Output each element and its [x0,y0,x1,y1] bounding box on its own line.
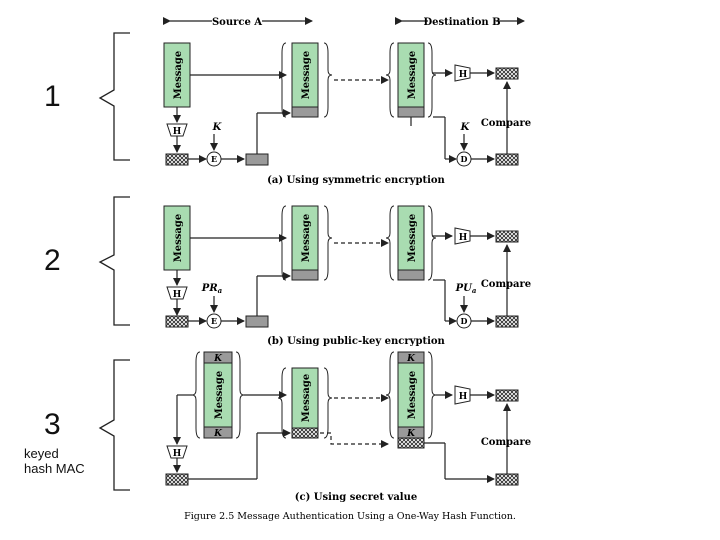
compare-label-c: Compare [481,437,531,448]
secret-label-c-top: K [213,354,223,364]
appended-hash-a-mid [291,106,319,118]
key-label-a-dst: K [460,122,471,133]
message-label-b-src: Message [173,214,184,263]
encrypt-label-b: E [211,316,217,326]
source-a-label: Source A [212,17,262,28]
received-mac-c [397,437,425,449]
bracket-c [98,359,130,491]
message-box-a-mid [291,42,319,108]
caption-a: (a) Using symmetric encryption [267,175,445,186]
hash-function-b [166,286,188,300]
secret-label-c-dst-top: K [406,354,416,364]
message-label-a-dst: Message [407,51,418,100]
appended-hash-a-dst [397,106,425,118]
caption-b: (b) Using public-key encryption [267,336,445,347]
hash-label-b-dst: H [459,233,468,243]
message-label-a-mid: Message [301,51,312,100]
message-label-c-mid: Message [301,374,312,423]
message-label-b-mid: Message [301,214,312,263]
message-box-c-mid [291,367,319,429]
public-key-label: PUa [455,283,477,295]
hash-value-b-src [165,315,189,328]
message-box-b-mid [291,205,319,271]
bracket-b [98,196,130,326]
panel-a: Message H E K Message Message H [98,32,531,186]
decrypt-label-b: D [461,316,468,326]
hash-value-a-computed [495,67,519,80]
private-key-sub: a [218,286,223,295]
keyed-note-line2: hash MAC [24,461,85,476]
hash-function-a-dst [454,64,471,82]
encrypted-hash-a [245,153,269,166]
message-box-b-dst [397,205,425,271]
private-key-main: PR [201,283,218,294]
hash-label-b: H [173,290,182,300]
hash-function-b-dst [454,227,471,245]
appended-hash-b-dst [397,269,425,281]
decrypt-label-a: D [461,154,468,164]
public-key-sub: a [472,286,477,295]
bracket-a [98,32,130,161]
appended-hash-b-mid [291,269,319,281]
encrypted-hash-b [245,315,269,328]
hash-value-a-decrypted [495,153,519,166]
message-box-c-dst [397,362,425,428]
encrypt-label-a: E [211,154,217,164]
hash-label-c-dst: H [459,392,468,402]
caption-c: (c) Using secret value [295,492,417,503]
secret-box-c-bottom [203,426,233,439]
hash-value-b-decrypted [495,315,519,328]
hash-function-a [166,123,188,137]
message-box-c-src [203,362,233,428]
hash-label-a-dst: H [459,70,468,80]
panel-b: Message H E PRa Message Message H [98,196,531,347]
compare-label-b: Compare [481,279,531,290]
message-label-b-dst: Message [407,214,418,263]
message-label-c-dst: Message [407,371,418,420]
label-one: 1 [44,80,61,113]
keyed-note-line1: keyed [24,446,59,461]
hash-value-a-src [165,153,189,166]
keyed-hash-mac-note: keyed hash MAC [24,446,85,476]
appended-mac-c-mid [291,427,319,439]
hash-value-c-computed [495,389,519,402]
hash-label-c: H [173,449,182,459]
secret-label-c-bottom: K [213,429,223,439]
key-label-a-src: K [212,122,223,133]
hash-value-b-computed [495,230,519,243]
hash-value-c-received [495,473,519,486]
hash-function-c [166,445,188,459]
hash-label-a: H [173,127,182,137]
label-two: 2 [44,244,61,277]
destination-b-label: Destination B [423,17,500,28]
message-label-c-src: Message [214,371,225,420]
message-box-a-dst [397,42,425,108]
message-label-a-src: Message [173,51,184,100]
secret-label-c-dst-bottom: K [406,429,416,439]
panel-c: K Message K H Message K Message K [98,351,531,503]
figure-caption: Figure 2.5 Message Authentication Using … [184,511,516,522]
compare-label-a: Compare [481,118,531,129]
private-key-label: PRa [201,283,223,295]
public-key-main: PU [455,283,474,294]
label-three: 3 [44,408,61,441]
hash-value-c-src [165,473,189,486]
hash-function-c-dst [454,385,471,405]
